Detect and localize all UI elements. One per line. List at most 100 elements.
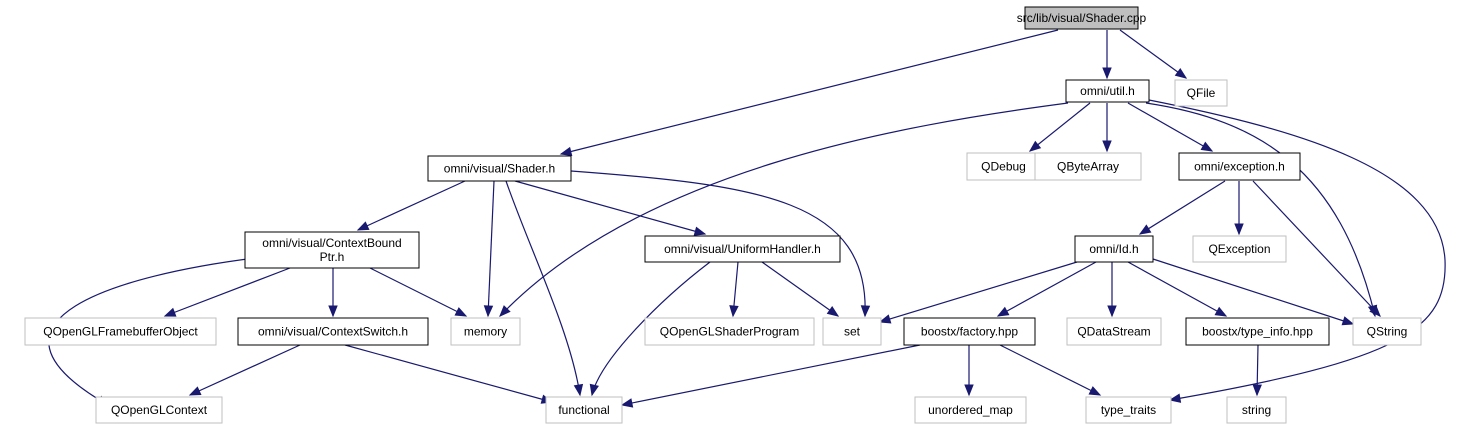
node-box	[545, 396, 623, 424]
node-box	[427, 155, 572, 182]
node-label: omni/visual/UniformHandler.h	[664, 242, 821, 256]
node-box	[822, 317, 882, 346]
node-contextswitch-h[interactable]: omni/visual/ContextSwitch.h	[237, 317, 429, 346]
node-memory: memory	[450, 317, 521, 346]
edge-arrowhead	[693, 226, 707, 236]
node-box	[450, 317, 521, 346]
edge-arrowhead	[559, 146, 573, 157]
node-box	[1085, 396, 1172, 424]
edge-id_h-to-factory_hpp	[996, 261, 1097, 317]
edge-arrowhead	[1234, 223, 1244, 236]
node-label: omni/Id.h	[1089, 242, 1138, 256]
edge-arrowhead	[996, 306, 1010, 317]
edge-line	[1127, 261, 1227, 317]
edge-line	[1148, 99, 1446, 401]
edge-line	[369, 267, 467, 317]
edge-util_h-to-memory	[499, 102, 1069, 317]
node-unordered-map: unordered_map	[914, 396, 1027, 424]
edge-contextswitch_h-to-functional	[344, 344, 554, 404]
node-label: QOpenGLFramebufferObject	[43, 325, 198, 339]
node-label: omni/util.h	[1080, 84, 1135, 98]
edge-arrowhead	[1028, 140, 1042, 152]
edge-arrowhead	[1102, 140, 1112, 153]
edge-line	[1139, 180, 1226, 235]
edge-uniformhandler_h-to-qopenglshaderprogram	[729, 261, 739, 318]
edge-shader_h-to-memory	[483, 180, 495, 318]
node-util-h[interactable]: omni/util.h	[1065, 79, 1150, 103]
node-box	[1352, 317, 1422, 346]
edge-arrowhead	[964, 384, 974, 397]
edge-line	[1127, 102, 1213, 152]
node-label: Ptr.h	[320, 250, 345, 264]
nodes-layer: src/lib/visual/Shader.cpp omni/util.h QFil…	[24, 6, 1422, 424]
edge-util_h-to-qbytearray	[1102, 103, 1112, 153]
edge-line	[1152, 258, 1354, 325]
node-qopenglcontext: QOpenGLContext	[95, 396, 223, 424]
node-shader-cpp[interactable]: src/lib/visual/Shader.cpp	[1017, 6, 1147, 30]
edge-arrowhead	[483, 305, 494, 318]
node-box	[1178, 152, 1301, 181]
node-box	[903, 317, 1036, 346]
edge-arrowhead	[1107, 305, 1117, 318]
edge-factory_hpp-to-unordered_map	[964, 345, 974, 397]
edge-shader_h-to-contextboundptr_h	[356, 180, 466, 231]
edge-line	[514, 180, 706, 235]
edge-arrowhead	[573, 383, 584, 397]
node-qstring: QString	[1352, 317, 1422, 346]
node-factory-hpp[interactable]: boostx/factory.hpp	[903, 317, 1036, 346]
node-box	[1024, 6, 1139, 30]
node-label: memory	[464, 325, 507, 339]
edge-line	[591, 261, 711, 396]
edge-type_info_hpp-to-string	[1252, 344, 1262, 397]
edge-arrowhead	[878, 314, 892, 324]
edge-shader_h-to-set	[570, 170, 871, 318]
node-label: type_traits	[1101, 403, 1156, 417]
edge-arrowhead	[1088, 386, 1102, 396]
node-label: set	[844, 325, 861, 339]
edge-arrowhead	[1138, 224, 1152, 235]
node-box	[914, 396, 1027, 424]
edge-id_h-to-type_info_hpp	[1127, 261, 1228, 317]
node-label: QException	[1208, 242, 1270, 256]
edge-util_h-to-exception_h	[1127, 102, 1214, 152]
edge-arrowhead	[860, 305, 871, 318]
node-shader-h[interactable]: omni/visual/Shader.h	[427, 155, 572, 182]
edge-line	[621, 344, 921, 406]
edge-id_h-to-qstring	[1152, 258, 1355, 326]
node-box	[95, 396, 223, 424]
edge-line	[344, 344, 553, 403]
edge-shader_cpp-to-util_h	[1102, 30, 1112, 80]
edge-exception_h-to-qexception	[1234, 181, 1244, 236]
node-box	[644, 317, 815, 346]
edge-line	[997, 261, 1097, 317]
edge-id_h-to-set	[878, 261, 1078, 324]
node-box	[644, 235, 841, 263]
edge-arrowhead	[163, 307, 177, 317]
edge-arrowhead	[1214, 306, 1228, 317]
edge-line	[999, 344, 1101, 396]
edge-exception_h-to-id_h	[1138, 180, 1226, 235]
edge-arrowhead	[454, 307, 468, 317]
node-label: QDataStream	[1077, 325, 1150, 339]
node-exception-h[interactable]: omni/exception.h	[1178, 152, 1301, 181]
node-type-info-hpp[interactable]: boostx/type_info.hpp	[1185, 317, 1330, 346]
node-uniformhandler-h[interactable]: omni/visual/UniformHandler.h	[644, 235, 841, 263]
edge-arrowhead	[499, 305, 511, 317]
node-box	[1192, 235, 1287, 263]
node-label: QString	[1367, 325, 1408, 339]
edge-line	[164, 267, 291, 317]
node-label: boostx/factory.hpp	[921, 325, 1018, 339]
node-qbytearray: QByteArray	[1034, 152, 1142, 181]
node-label: src/lib/visual/Shader.cpp	[1017, 11, 1147, 25]
edge-util_h-to-type_traits	[1148, 99, 1446, 403]
edge-line	[505, 180, 581, 396]
edge-line	[189, 344, 301, 396]
edge-factory_hpp-to-type_traits	[999, 344, 1102, 396]
node-box	[244, 231, 420, 269]
edge-line	[761, 261, 839, 317]
edge-arrowhead	[589, 383, 599, 397]
node-qfile: QFile	[1174, 79, 1228, 107]
node-id-h[interactable]: omni/Id.h	[1074, 235, 1154, 263]
edge-arrowhead	[1200, 141, 1214, 152]
